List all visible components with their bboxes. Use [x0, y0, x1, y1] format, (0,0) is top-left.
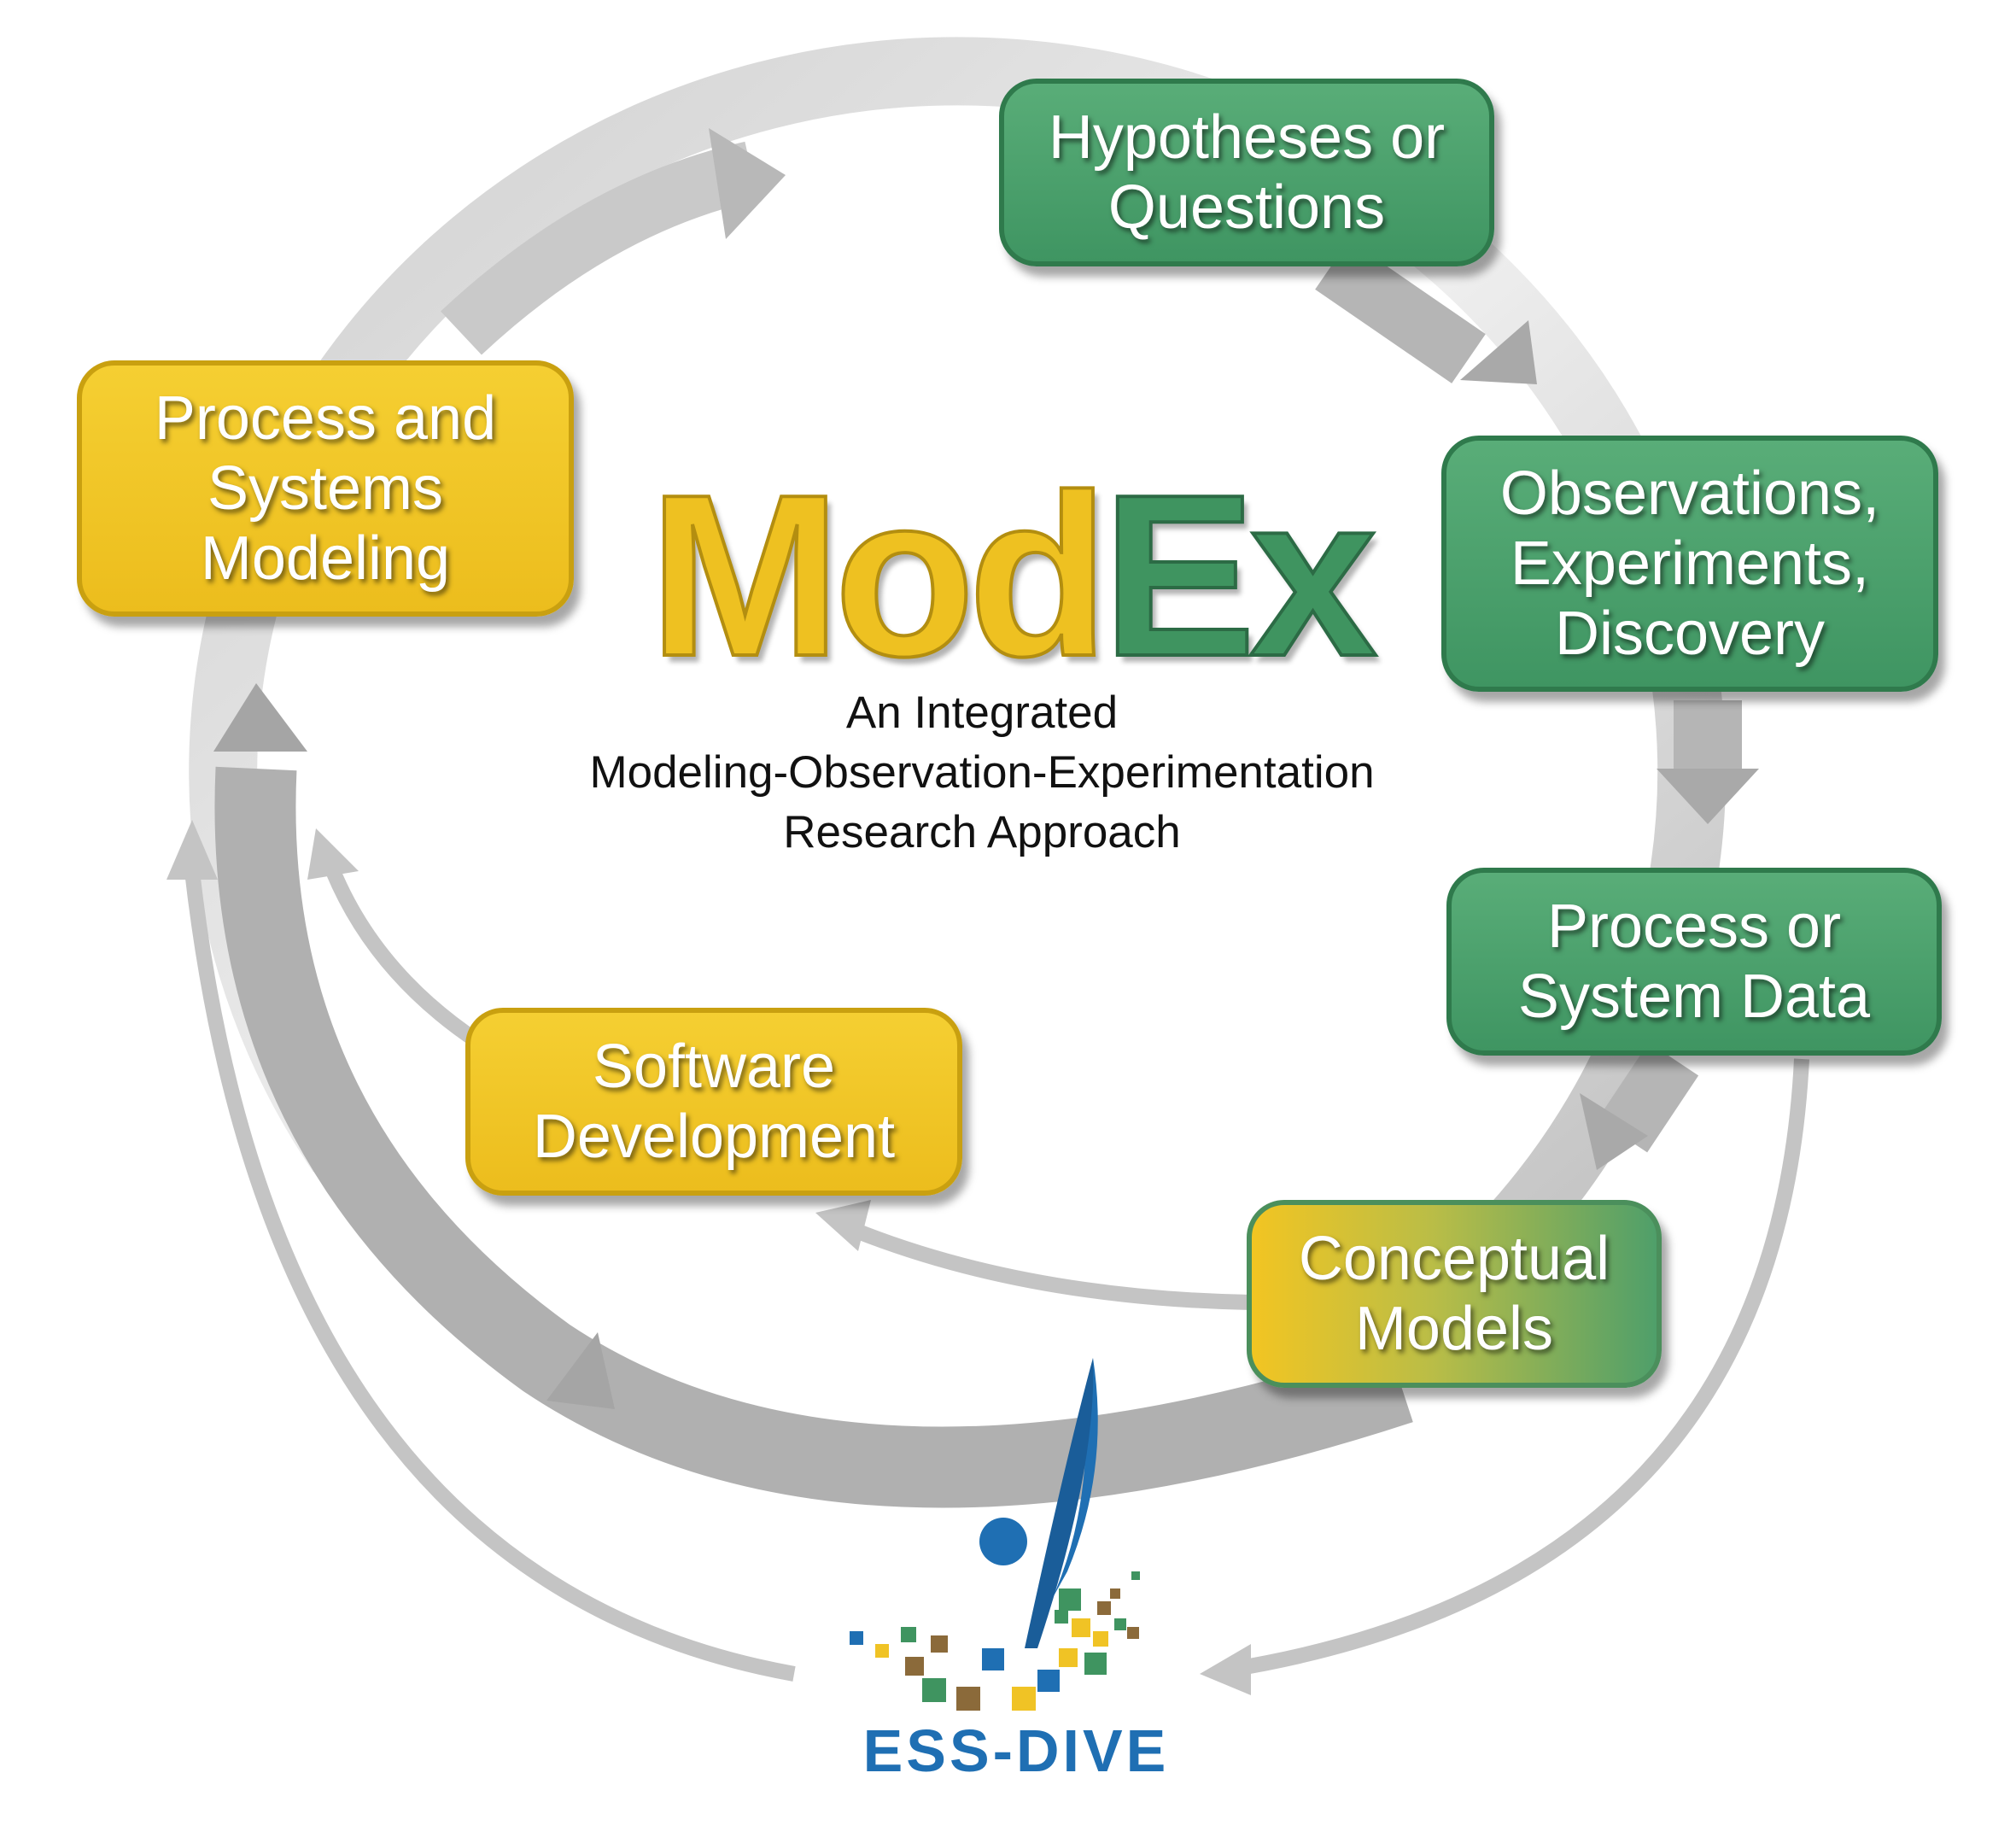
node-software-development: Software Development — [465, 1008, 962, 1196]
arrow-data-to-logo — [1200, 1058, 1809, 1695]
node-observations: Observations, Experiments, Discovery — [1441, 436, 1938, 692]
title-mod: Mod — [647, 448, 1111, 705]
arrow-modeling-to-hypotheses — [441, 128, 786, 355]
node-process-data: Process or System Data — [1446, 868, 1942, 1056]
modex-title: ModEx — [647, 459, 1379, 693]
arrow-head-lower-arc — [546, 1332, 615, 1409]
node-process-systems-modeling: Process and Systems Modeling — [77, 360, 574, 617]
subtitle-line-2: Modeling-Observation-Experimentation — [589, 747, 1375, 798]
arrow-hypotheses-to-observations — [1315, 240, 1537, 384]
subtitle-line-3: Research Approach — [783, 807, 1181, 857]
title-ex: Ex — [1101, 448, 1379, 705]
subtitle: An Integrated Modeling-Observation-Exper… — [478, 683, 1486, 863]
subtitle-line-1: An Integrated — [845, 687, 1119, 738]
node-hypotheses: Hypotheses or Questions — [999, 79, 1494, 266]
arrow-observations-to-data — [1657, 700, 1759, 824]
arrow-data-to-conceptual — [1580, 1042, 1699, 1170]
arrow-logo-to-modeling — [167, 820, 796, 1682]
ess-dive-logo-icon — [850, 1358, 1140, 1711]
arrow-conceptual-to-software — [815, 1200, 1252, 1310]
ess-dive-logo-text: ESS-DIVE — [862, 1717, 1170, 1784]
node-conceptual-models: Conceptual Models — [1247, 1200, 1662, 1388]
arrow-software-to-modeling — [307, 828, 482, 1049]
